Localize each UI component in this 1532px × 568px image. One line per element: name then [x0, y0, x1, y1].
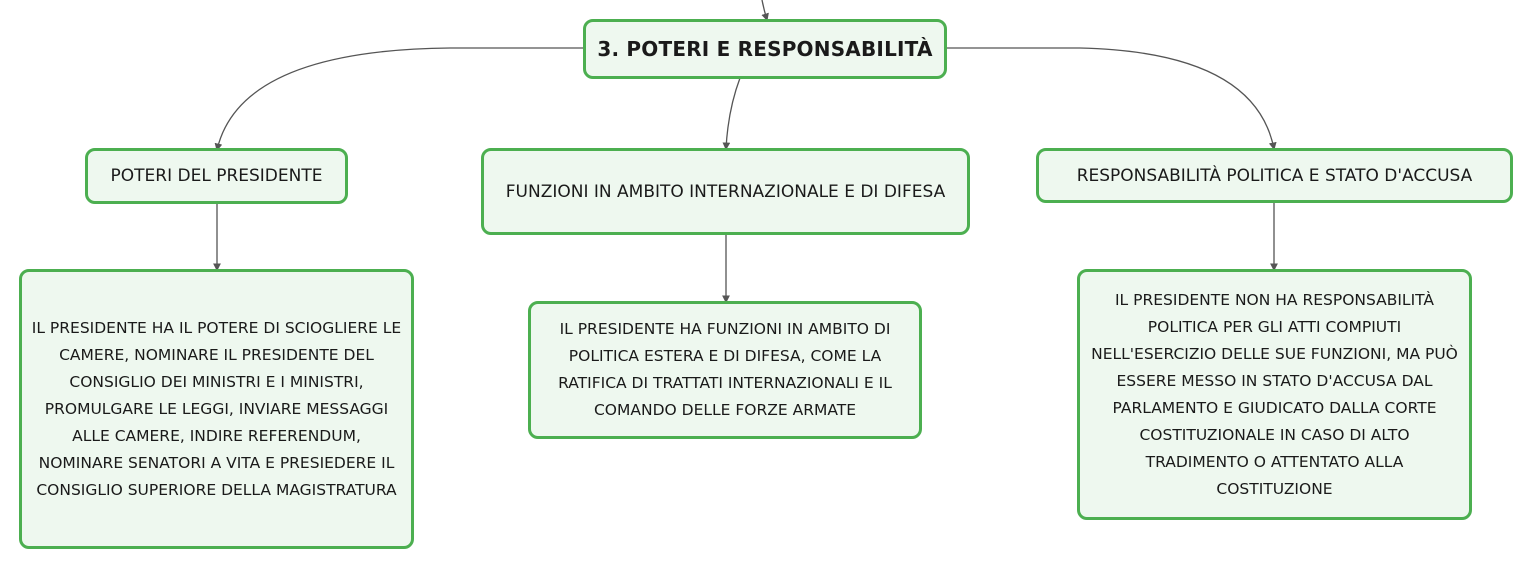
detail-responsabilita-politica[interactable]: IL PRESIDENTE NON HA RESPONSABILITÀ POLI… [1077, 269, 1472, 520]
root-topic-label: 3. POTERI E RESPONSABILITÀ [597, 37, 933, 61]
root-topic[interactable]: 3. POTERI E RESPONSABILITÀ [583, 19, 947, 79]
detail-poteri-del-presidente[interactable]: IL PRESIDENTE HA IL POTERE DI SCIOGLIERE… [19, 269, 414, 549]
connector-root-to-funzioni [722, 77, 741, 151]
connector-root-to-responsabilita [946, 47, 1277, 151]
topic-funzioni-internazionali-difesa[interactable]: FUNZIONI IN AMBITO INTERNAZIONALE E DI D… [481, 148, 970, 235]
topic-label: FUNZIONI IN AMBITO INTERNAZIONALE E DI D… [505, 181, 946, 202]
detail-text: IL PRESIDENTE HA IL POTERE DI SCIOGLIERE… [31, 318, 402, 499]
detail-funzioni-internazionali-difesa[interactable]: IL PRESIDENTE HA FUNZIONI IN AMBITO DI P… [528, 301, 922, 439]
topic-label: POTERI DEL PRESIDENTE [110, 166, 323, 186]
topic-label: RESPONSABILITÀ POLITICA E STATO D'ACCUSA [1076, 165, 1473, 186]
connector-parent-to-root [761, 0, 769, 22]
topic-poteri-del-presidente[interactable]: POTERI DEL PRESIDENTE [85, 148, 348, 204]
detail-text: IL PRESIDENTE HA FUNZIONI IN AMBITO DI P… [558, 320, 892, 419]
connector-root-to-poteri [214, 47, 585, 152]
detail-text: IL PRESIDENTE NON HA RESPONSABILITÀ POLI… [1091, 290, 1458, 498]
topic-responsabilita-politica[interactable]: RESPONSABILITÀ POLITICA E STATO D'ACCUSA [1036, 148, 1513, 203]
